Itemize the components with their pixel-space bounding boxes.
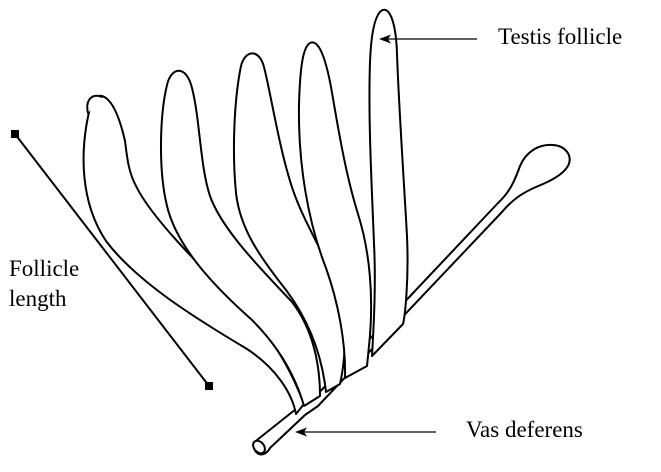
measure-start-marker	[11, 130, 19, 138]
measure-end-marker	[205, 382, 213, 390]
testis-follicle-5	[369, 10, 407, 356]
vas-deferens-label: Vas deferens	[466, 415, 583, 445]
follicle-length-label: Follicle length	[9, 254, 79, 314]
testis-follicle-label: Testis follicle	[498, 22, 622, 52]
